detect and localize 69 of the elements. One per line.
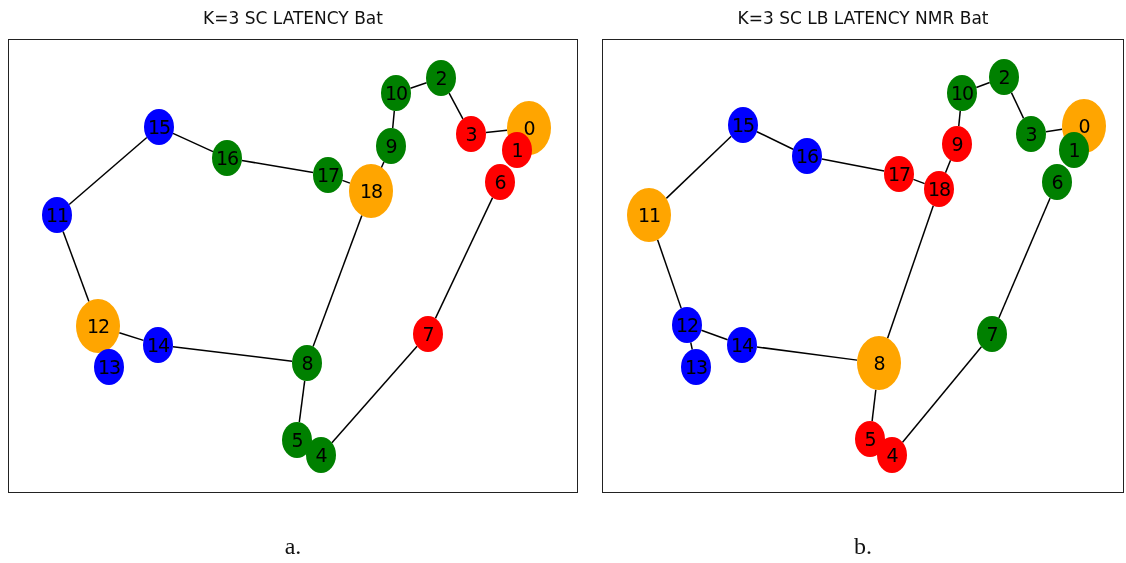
graph-node: 6	[1042, 164, 1072, 200]
graph-node: 6	[485, 164, 515, 200]
graph-node: 10	[947, 75, 977, 111]
graph-node: 7	[977, 316, 1007, 352]
graph-node: 17	[313, 157, 343, 193]
graph-node: 7	[413, 316, 443, 352]
graph-node: 8	[857, 336, 901, 390]
edge-line	[118, 332, 145, 342]
edge-line	[998, 197, 1051, 319]
graph-node: 5	[855, 421, 885, 457]
edge-line	[448, 92, 464, 120]
graph-node: 11	[627, 188, 671, 242]
graph-node: 17	[884, 156, 914, 192]
edge-line	[241, 159, 314, 174]
graph-node: 12	[672, 307, 702, 343]
edge-line	[409, 82, 428, 89]
graph-node: 5	[282, 422, 312, 458]
graph-node: 9	[376, 128, 406, 164]
edge-line	[975, 81, 991, 89]
edge-line	[1010, 91, 1025, 120]
graph-node: 15	[728, 107, 758, 143]
edge-line	[656, 239, 682, 310]
edge-line	[821, 158, 885, 172]
graph-node: 2	[426, 60, 456, 96]
edge-line	[756, 131, 794, 150]
edge-line	[665, 135, 732, 200]
graph-node: 11	[42, 197, 72, 233]
edge-line	[68, 136, 148, 206]
graph-node: 13	[681, 349, 711, 385]
edge-line	[886, 204, 934, 339]
edge-line	[901, 346, 983, 443]
edge-line	[485, 129, 508, 134]
plot-title: K=3 SC LB LATENCY NMR Bat	[736, 8, 990, 28]
edge-line	[1045, 128, 1063, 133]
edge-line	[756, 346, 858, 361]
graph-node: 14	[143, 327, 173, 363]
graph-node: 2	[989, 59, 1019, 95]
plot-title: K=3 SC LATENCY Bat	[202, 8, 384, 28]
graph-node: 1	[1059, 132, 1089, 168]
edge-line	[434, 196, 494, 320]
edge-line	[62, 230, 90, 303]
graph-node: 14	[727, 327, 757, 363]
graph-node: 10	[381, 75, 411, 111]
edge-line	[944, 159, 952, 174]
graph-node: 13	[94, 349, 124, 385]
edge-line	[958, 110, 961, 127]
edge-line	[871, 388, 877, 422]
graph-node: 12	[76, 299, 120, 353]
graph-node: 4	[306, 437, 336, 473]
edge-line	[331, 345, 418, 444]
graph-node: 18	[349, 164, 393, 218]
panel-caption: b.	[853, 533, 873, 560]
graph-node: 9	[942, 126, 972, 162]
edge-line	[690, 341, 693, 351]
graph-node: 3	[1016, 116, 1046, 152]
edge-line	[700, 329, 729, 341]
graph-node: 3	[456, 116, 486, 152]
graph-node: 16	[212, 140, 242, 176]
edge-line	[172, 132, 214, 153]
graph-node: 8	[292, 345, 322, 381]
edge-line	[312, 214, 363, 348]
edge-line	[391, 110, 396, 129]
edge-line	[172, 346, 293, 362]
edge-line	[298, 380, 306, 423]
graph-node: 16	[792, 138, 822, 174]
edge-line	[341, 179, 351, 184]
graph-node: 15	[144, 109, 174, 145]
panel-caption: a.	[283, 533, 303, 560]
graph-node: 18	[924, 171, 954, 207]
